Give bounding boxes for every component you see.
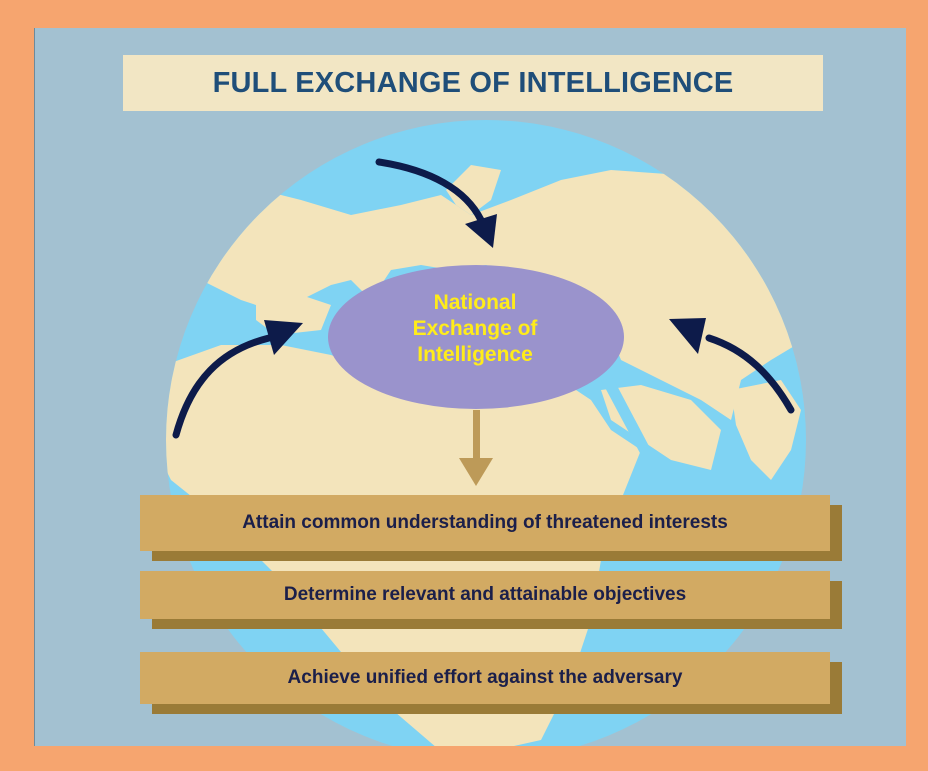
outcome-box-1: Attain common understanding of threatene… [140,495,842,561]
outcome-label: Attain common understanding of threatene… [242,512,728,533]
title-box: FULL EXCHANGE OF INTELLIGENCE [123,55,823,111]
slide-title: FULL EXCHANGE OF INTELLIGENCE [212,67,734,99]
arrow-top-head [465,214,497,248]
center-node: National Exchange of Intelligence [355,290,595,368]
outcome-face: Achieve unified effort against the adver… [140,652,830,704]
outcome-box-2: Determine relevant and attainable object… [140,571,842,629]
outcome-box-3: Achieve unified effort against the adver… [140,652,842,714]
center-node-shape [328,265,624,409]
globe-illustration [166,120,806,746]
arrow-right-head [669,318,706,354]
arrow-left [172,334,273,439]
arrow-left-head [264,320,303,355]
outcome-face: Determine relevant and attainable object… [140,571,830,619]
center-node-line: National [433,291,517,314]
center-node-line: Exchange of [412,317,538,340]
center-node-line: Intelligence [417,343,533,366]
arrow-top [375,158,485,224]
arrow-right [705,334,795,414]
down-arrow [459,410,493,486]
outcome-label: Determine relevant and attainable object… [283,584,687,605]
outcome-label: Achieve unified effort against the adver… [287,667,683,688]
slide-panel [34,28,906,746]
outcome-face: Attain common understanding of threatene… [140,495,830,551]
